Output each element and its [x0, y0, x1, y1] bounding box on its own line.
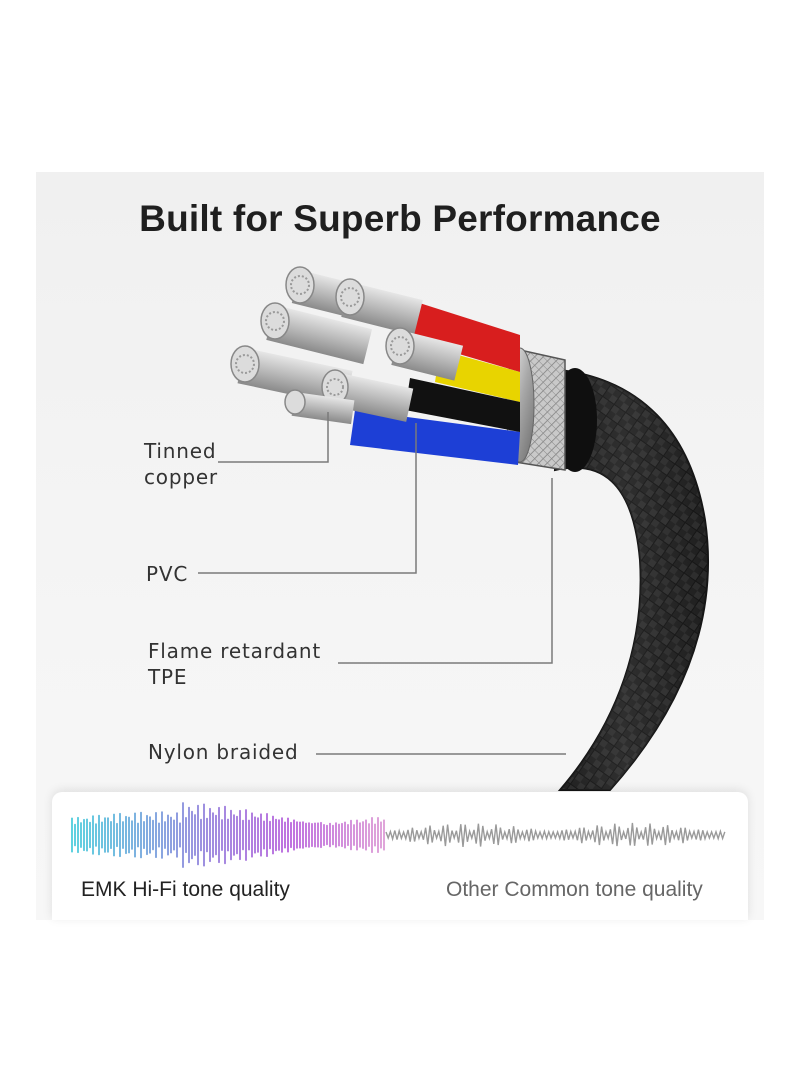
page-title: Built for Superb Performance: [139, 198, 661, 239]
label-line: copper: [144, 465, 218, 489]
label-tinned-copper: Tinned copper: [144, 438, 218, 490]
caption-other-common: Other Common tone quality: [446, 878, 703, 901]
waveform-hifi-icon: [71, 802, 385, 868]
label-nylon-braided: Nylon braided: [148, 739, 298, 765]
label-flame-retardant-tpe: Flame retardant TPE: [148, 638, 321, 690]
leader-tinned-copper: [218, 412, 329, 463]
label-line: Flame retardant: [148, 639, 321, 663]
waveform-common-icon: [385, 822, 726, 847]
wire-red: [405, 300, 520, 372]
caption-emk-hifi: EMK Hi-Fi tone quality: [81, 878, 290, 901]
wire-black: [405, 378, 520, 432]
label-line: TPE: [148, 665, 188, 689]
copper-strands: [230, 266, 464, 425]
tone-comparison-panel: [52, 792, 748, 920]
label-line: Nylon braided: [148, 740, 299, 764]
leader-pvc: [198, 423, 417, 574]
label-line: PVC: [146, 562, 189, 586]
leader-tpe: [338, 478, 553, 664]
leader-lines: [198, 412, 566, 755]
wire-blue: [350, 410, 520, 465]
label-pvc: PVC: [146, 561, 188, 587]
label-line: Tinned: [144, 439, 217, 463]
